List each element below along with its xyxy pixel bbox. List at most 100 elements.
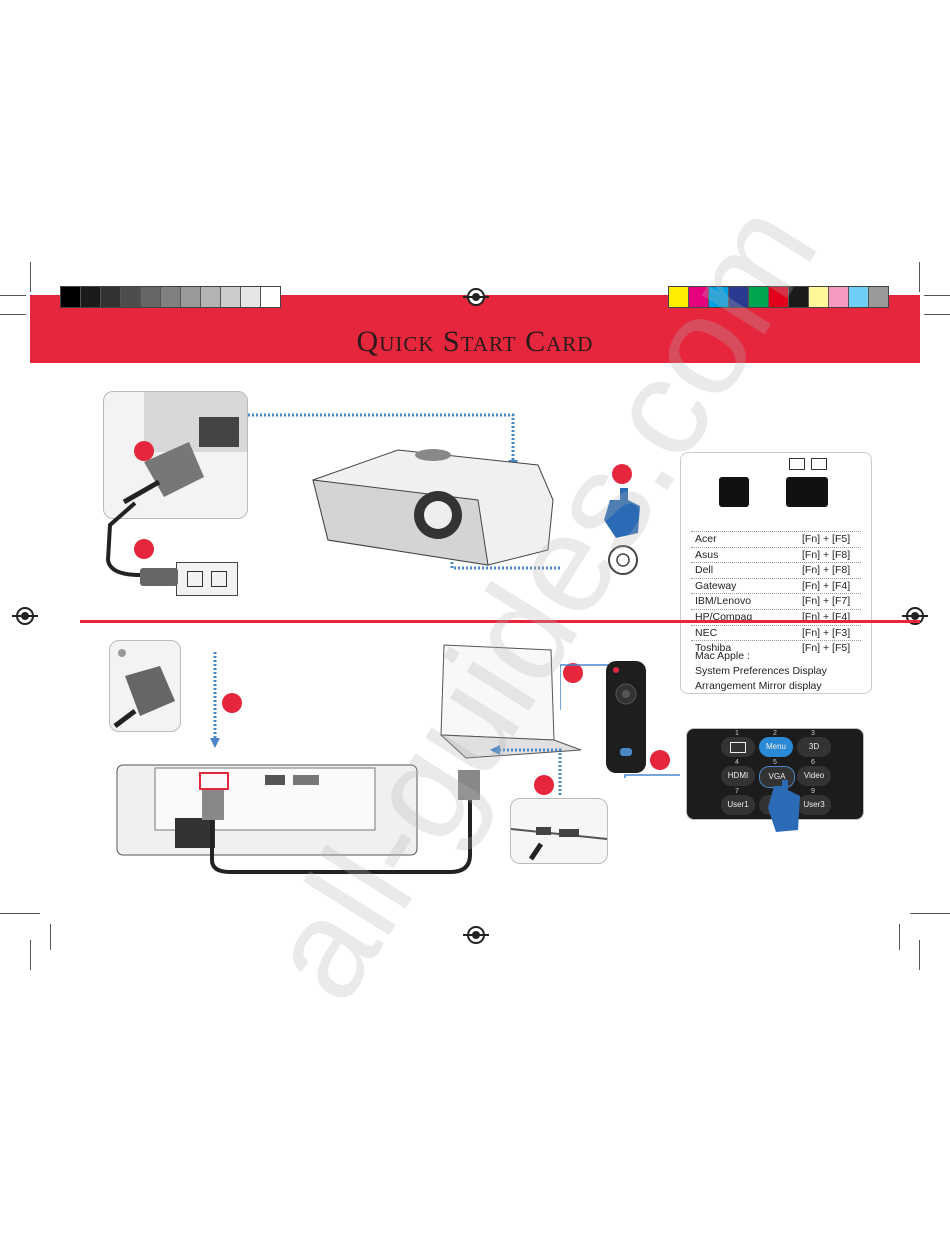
crop-mark xyxy=(0,314,26,315)
hotkey-row: NEC [Fn] + [F3] xyxy=(691,624,861,641)
color-swatch xyxy=(141,287,161,307)
connection-guide-lines xyxy=(210,652,220,748)
color-swatch xyxy=(261,287,280,307)
mac-instructions: Mac Apple : System Preferences Display A… xyxy=(695,649,827,694)
hotkey-row: Gateway [Fn] + [F4] xyxy=(691,577,861,594)
hotkey-row: HP/Compaq[Fn] + [F4] xyxy=(691,608,861,625)
color-swatch xyxy=(809,287,829,307)
brand-name: NEC xyxy=(695,626,718,639)
color-bar-cmyk xyxy=(668,286,889,308)
hotkey-row: Toshiba [Fn] + [F5] xyxy=(691,640,861,656)
step-badge xyxy=(534,775,554,795)
hotkey-combo: [Fn] + [F4] xyxy=(802,610,851,623)
key-number: 6 xyxy=(811,759,815,766)
color-swatch xyxy=(669,287,689,307)
hotkey-combo: [Fn] + [F8] xyxy=(802,564,851,577)
color-swatch xyxy=(729,287,749,307)
mac-line-2: Arrangement Mirror display xyxy=(695,680,822,692)
remote-control-illustration xyxy=(606,661,646,773)
vga-cable xyxy=(202,770,480,874)
hotkey-row: IBM/Lenovo[Fn] + [F7] xyxy=(691,593,861,609)
key-number: 1 xyxy=(735,730,739,737)
wall-outlet-icon xyxy=(176,562,238,596)
aspect-ratio-button[interactable] xyxy=(721,737,755,757)
brand-name: Acer xyxy=(695,533,717,545)
crop-mark xyxy=(30,940,31,970)
projector-rear-illustration xyxy=(116,764,418,856)
menu-button[interactable]: Menu xyxy=(759,737,793,757)
laptop-port-closeup-panel xyxy=(510,798,608,864)
hotkey-combo: [Fn] + [F8] xyxy=(802,548,851,561)
hotkey-row: Dell [Fn] + [F8] xyxy=(691,562,861,578)
key-number: 5 xyxy=(773,759,777,766)
color-swatch xyxy=(161,287,181,307)
color-swatch xyxy=(121,287,141,307)
color-swatch xyxy=(689,287,709,307)
monitor-icon xyxy=(789,458,805,470)
color-swatch xyxy=(221,287,241,307)
color-bar-grayscale xyxy=(60,286,281,308)
color-swatch xyxy=(181,287,201,307)
mac-label: Mac Apple : xyxy=(695,650,750,662)
display-switch-key-icon xyxy=(786,477,828,507)
hotkey-combo: [Fn] + [F5] xyxy=(802,533,851,545)
brand-name: Gateway xyxy=(695,579,737,592)
hotkey-row: Asus[Fn] + [F8] xyxy=(691,546,861,563)
crop-mark xyxy=(30,262,31,292)
key-number: 7 xyxy=(735,788,739,795)
step-badge xyxy=(650,750,670,770)
pointing-hand-icon xyxy=(768,780,800,832)
connection-guide-lines xyxy=(490,745,562,795)
pointing-hand-icon xyxy=(604,488,640,575)
hotkey-row: Acer [Fn] + [F5] xyxy=(691,531,861,547)
fn-key-icon xyxy=(719,477,749,507)
projector-illustration xyxy=(312,449,554,566)
vga-connector-illustration xyxy=(113,649,175,728)
power-cord-closeup-panel xyxy=(103,391,248,519)
brand-name: Dell xyxy=(695,564,714,577)
color-swatch xyxy=(789,287,809,307)
monitor-icon xyxy=(811,458,827,470)
hdmi-button[interactable]: HDMI xyxy=(721,766,755,786)
crop-mark xyxy=(919,940,920,970)
vga-cable-closeup-panel xyxy=(109,640,181,732)
user1-button[interactable]: User1 xyxy=(721,795,755,815)
crop-mark xyxy=(50,924,51,950)
crop-mark xyxy=(919,262,920,292)
step-badge xyxy=(222,693,242,713)
hotkey-combo: [Fn] + [F7] xyxy=(802,595,851,608)
brand-name: Toshiba xyxy=(695,642,732,655)
key-number: 2 xyxy=(773,730,777,737)
3d-button[interactable]: 3D xyxy=(797,737,831,757)
hotkey-combo: [Fn] + [F3] xyxy=(802,626,851,639)
registration-mark-icon xyxy=(12,607,38,625)
color-swatch xyxy=(849,287,869,307)
hotkey-list: Acer[Fn] + [F5]Asus[Fn] + [F8]Dell[Fn] +… xyxy=(691,531,861,656)
color-swatch xyxy=(241,287,261,307)
crop-mark xyxy=(924,295,950,296)
registration-mark-icon xyxy=(463,288,489,306)
power-plug-icon xyxy=(140,568,178,586)
hotkey-combo: [Fn] + [F4] xyxy=(802,579,851,592)
key-number: 9 xyxy=(811,788,815,795)
key-number: 4 xyxy=(735,759,739,766)
hotkey-combo: [Fn] + [F5] xyxy=(802,642,851,655)
user3-button[interactable]: User3 xyxy=(797,795,831,815)
crop-mark xyxy=(899,924,900,950)
page-title: Quick Start Card xyxy=(356,325,594,358)
step-badge xyxy=(134,539,154,559)
crop-mark xyxy=(924,314,950,315)
power-cable xyxy=(105,501,160,577)
aspect-ratio-icon xyxy=(730,742,746,753)
color-swatch xyxy=(869,287,888,307)
crop-mark xyxy=(0,295,26,296)
color-swatch xyxy=(829,287,849,307)
laptop-port-illustration xyxy=(511,827,607,861)
connection-guide-lines xyxy=(560,664,680,778)
registration-mark-icon xyxy=(463,926,489,944)
step-badge xyxy=(612,464,632,484)
mac-line-1: System Preferences Display xyxy=(695,665,827,677)
color-swatch xyxy=(61,287,81,307)
video-button[interactable]: Video xyxy=(797,766,831,786)
laptop-illustration xyxy=(439,644,582,759)
